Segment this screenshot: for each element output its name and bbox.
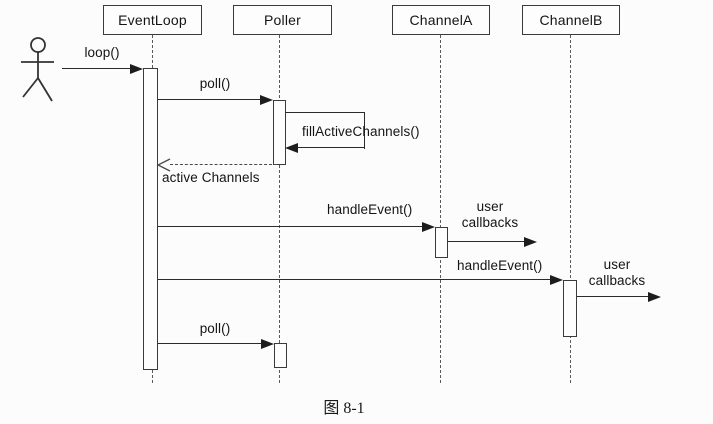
eventloop-activation-bar [143, 68, 158, 370]
message-loop-label: loop() [84, 45, 120, 60]
message-loop-line [62, 68, 130, 69]
message-fillactivechannels-down-line [364, 112, 365, 149]
lifeline-label-channela: ChannelA [409, 12, 473, 28]
lifeline-box-eventloop: EventLoop [103, 5, 202, 35]
channela-activation-bar [435, 227, 448, 258]
message-handleevent-b-label: handleEvent() [457, 258, 543, 273]
message-poll2-arrowhead-icon [261, 339, 274, 349]
message-usercallbacks-a-label: user callbacks [461, 199, 519, 230]
message-usercallbacks-a-arrowhead-icon [524, 237, 537, 247]
message-usercallbacks-b-line [577, 296, 648, 297]
message-fillactivechannels-arrowhead-icon [285, 143, 298, 153]
message-usercallbacks-b-arrowhead-icon [648, 292, 661, 302]
poller-lifeline [279, 35, 280, 383]
message-usercallbacks-b-label: user callbacks [588, 257, 646, 288]
message-fillactivechannels-label: fillActiveChannels() [302, 124, 420, 139]
channelb-lifeline [570, 35, 571, 383]
message-handleevent-a-arrowhead-icon [422, 222, 435, 232]
channela-lifeline [440, 35, 441, 383]
message-poll2-label: poll() [199, 321, 231, 336]
message-handleevent-a-line [158, 226, 422, 227]
lifeline-box-poller: Poller [233, 5, 332, 35]
message-activechannels-open-arrowhead-icon [156, 158, 171, 172]
message-fillactivechannels-out-line [285, 112, 365, 113]
message-usercallbacks-a-line [448, 241, 524, 242]
message-poll1-line [158, 99, 260, 100]
lifeline-box-channela: ChannelA [392, 5, 490, 35]
figure-caption: 图 8-1 [323, 400, 365, 417]
channelb-activation-bar [563, 280, 577, 337]
message-poll2-line [158, 343, 261, 344]
message-activechannels-label: active Channels [162, 170, 260, 185]
lifeline-label-channelb: ChannelB [539, 12, 603, 28]
message-poll1-arrowhead-icon [260, 95, 273, 105]
poller-activation-bar-2 [274, 343, 287, 368]
message-handleevent-b-line [158, 279, 550, 280]
lifeline-label-poller: Poller [264, 12, 301, 28]
lifeline-label-eventloop: EventLoop [118, 12, 187, 28]
message-fillactivechannels-return-line [297, 147, 365, 148]
actor-icon [21, 37, 54, 102]
message-handleevent-b-arrowhead-icon [550, 275, 563, 285]
lifeline-box-channelb: ChannelB [522, 5, 620, 35]
poller-activation-bar-1 [273, 100, 286, 165]
message-loop-arrowhead-icon [130, 64, 143, 74]
message-poll1-label: poll() [199, 76, 231, 91]
message-handleevent-a-label: handleEvent() [327, 202, 413, 217]
message-activechannels-line [170, 164, 277, 165]
